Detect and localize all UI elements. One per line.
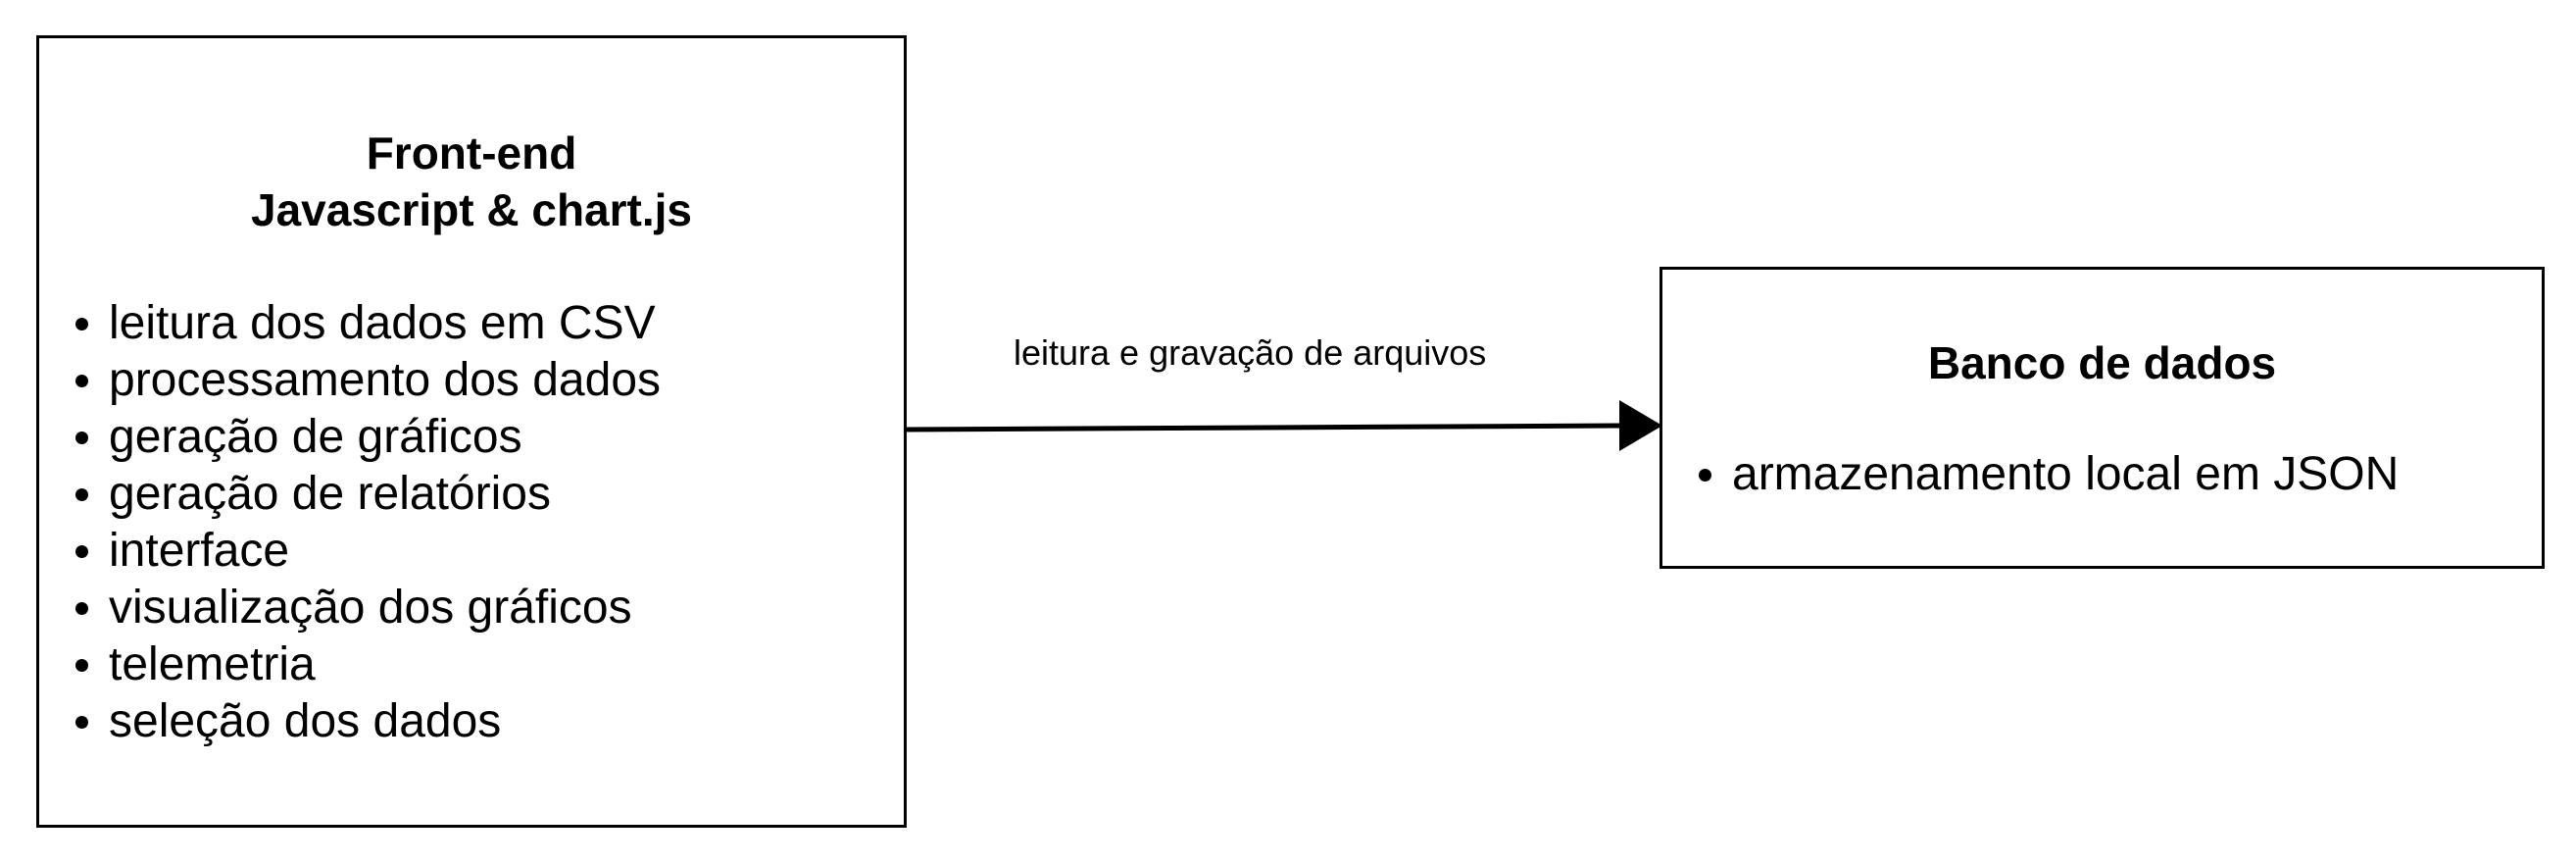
bullet-icon bbox=[1699, 468, 1711, 482]
frontend-feature-label: visualização dos gráficos bbox=[109, 582, 632, 634]
frontend-feature-label: geração de gráficos bbox=[109, 411, 522, 463]
bullet-icon bbox=[75, 374, 88, 387]
frontend-feature-label: leitura dos dados em CSV bbox=[109, 297, 656, 349]
frontend-feature-item: interface bbox=[75, 523, 661, 580]
connector-arrow-line bbox=[906, 423, 1623, 432]
bullet-icon bbox=[75, 317, 88, 330]
bullet-icon bbox=[75, 658, 88, 672]
frontend-feature-label: seleção dos dados bbox=[109, 695, 502, 747]
database-feature-list: armazenamento local em JSON bbox=[1699, 446, 2399, 503]
frontend-feature-label: processamento dos dados bbox=[109, 354, 662, 406]
bullet-icon bbox=[75, 544, 88, 558]
bullet-icon bbox=[75, 431, 88, 444]
frontend-feature-item: leitura dos dados em CSV bbox=[75, 295, 661, 352]
arrowhead-icon bbox=[1619, 400, 1662, 451]
frontend-feature-item: visualização dos gráficos bbox=[75, 580, 661, 636]
frontend-feature-label: interface bbox=[109, 525, 290, 577]
frontend-feature-label: geração de relatórios bbox=[109, 468, 551, 520]
frontend-feature-item: seleção dos dados bbox=[75, 693, 661, 750]
database-title: Banco de dados bbox=[1927, 337, 2277, 388]
database-feature-item: armazenamento local em JSON bbox=[1699, 446, 2399, 503]
frontend-title-line2: Javascript & chart.js bbox=[250, 184, 692, 235]
frontend-feature-label: telemetria bbox=[109, 638, 316, 690]
database-node: Banco de dados armazenamento local em JS… bbox=[1660, 267, 2545, 569]
bullet-icon bbox=[75, 601, 88, 615]
bullet-icon bbox=[75, 715, 88, 729]
frontend-title: Front-end Javascript & chart.js bbox=[39, 125, 904, 238]
frontend-feature-item: geração de relatórios bbox=[75, 466, 661, 523]
edge-label: leitura e gravação de arquivos bbox=[1014, 332, 1487, 373]
bullet-icon bbox=[75, 487, 88, 501]
database-feature-label: armazenamento local em JSON bbox=[1732, 448, 2400, 500]
frontend-title-line1: Front-end bbox=[366, 127, 577, 178]
frontend-feature-item: telemetria bbox=[75, 636, 661, 693]
frontend-feature-item: processamento dos dados bbox=[75, 352, 661, 409]
frontend-feature-list: leitura dos dados em CSV processamento d… bbox=[75, 295, 661, 750]
frontend-feature-item: geração de gráficos bbox=[75, 409, 661, 466]
frontend-node: Front-end Javascript & chart.js leitura … bbox=[36, 35, 907, 828]
